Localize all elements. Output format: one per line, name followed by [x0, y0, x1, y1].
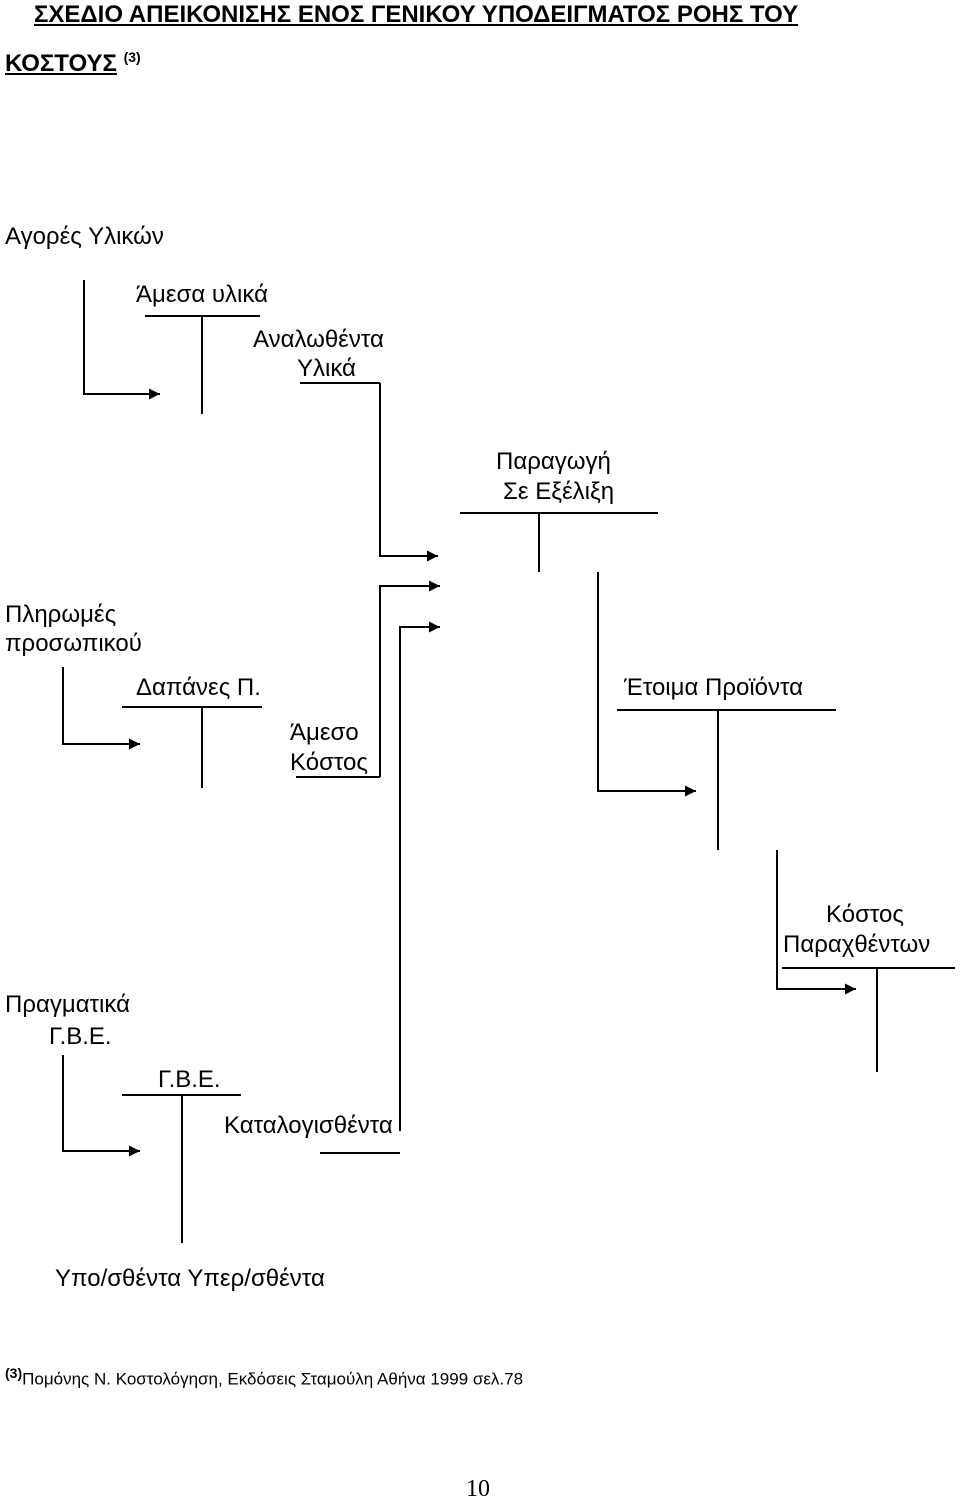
diagram-title-word: ΚΟΣΤΟΥΣ	[5, 50, 117, 77]
title-reference-mark: (3)	[123, 49, 141, 65]
node-payroll-line2: προσωπικού	[5, 630, 142, 657]
arrow-applied-to-wip	[399, 621, 440, 1131]
node-consumed-materials-line1: Αναλωθέντα	[253, 326, 384, 353]
node-overhead: Γ.Β.Ε.	[158, 1066, 221, 1093]
page-number: 10	[466, 1476, 490, 1502]
node-cogs-line2: Παραχθέντων	[783, 931, 931, 958]
node-direct-materials: Άμεσα υλικά	[136, 281, 268, 308]
diagram-title-line1: ΣΧΕΔΙΟ ΑΠΕΙΚΟΝΙΣΗΣ ΕΝΟΣ ΓΕΝΙΚΟΥ ΥΠΟΔΕΙΓΜ…	[34, 1, 799, 28]
node-applied-overhead: Καταλογισθέντα	[224, 1112, 393, 1139]
node-labor-expenses: Δαπάνες Π.	[136, 674, 261, 701]
arrow-wip-to-finished	[597, 572, 696, 797]
arrow-purchases-to-materials	[83, 280, 160, 400]
node-actual-overhead-line1: Πραγματικά	[5, 991, 130, 1018]
node-actual-overhead-line2: Γ.Β.Ε.	[49, 1023, 112, 1050]
node-cogs-line1: Κόστος	[826, 901, 904, 928]
arrow-finished-to-cogs	[776, 850, 856, 995]
diagram-title-line2: ΚΟΣΤΟΥΣ (3)	[5, 42, 141, 79]
node-wip-line1: Παραγωγή	[496, 448, 611, 475]
footnote: (3)Πομόνης Ν. Κοστολόγηση, Εκδόσεις Σταμ…	[5, 1358, 523, 1395]
node-wip-line2: Σε Εξέλιξη	[503, 478, 615, 505]
footnote-reference-mark: (3)	[5, 1365, 23, 1381]
arrow-consumed-to-wip	[379, 383, 438, 562]
arrow-payroll-to-labor	[62, 667, 140, 750]
node-payroll-line1: Πληρωμές	[5, 601, 117, 628]
footnote-text: Πομόνης Ν. Κοστολόγηση, Εκδόσεις Σταμούλ…	[22, 1369, 524, 1389]
node-consumed-materials-line2: Υλικά	[297, 355, 356, 382]
node-material-purchases: Αγορές Υλικών	[5, 223, 164, 250]
node-direct-cost-line2: Κόστος	[290, 749, 368, 776]
arrow-direct-cost-to-wip	[379, 580, 440, 777]
node-variances: Υπο/σθέντα Υπερ/σθέντα	[55, 1265, 325, 1292]
node-finished-goods: Έτοιμα Προϊόντα	[624, 674, 804, 701]
arrow-actual-to-overhead	[62, 1055, 140, 1157]
node-direct-cost-line1: Άμεσο	[290, 719, 359, 746]
